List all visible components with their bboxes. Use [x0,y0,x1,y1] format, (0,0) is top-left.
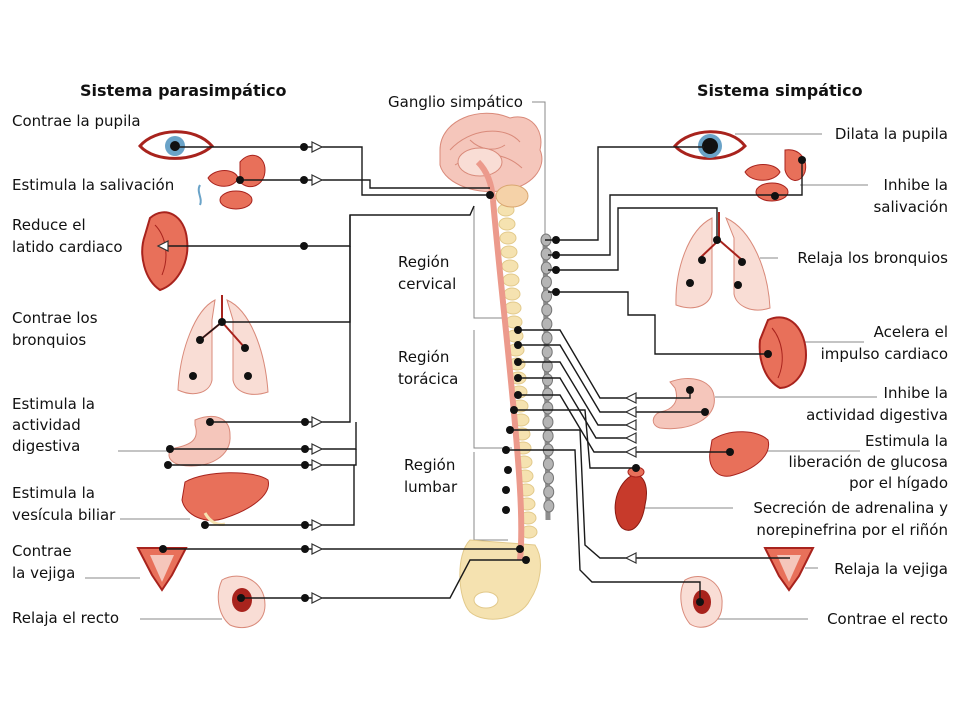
left-leader-lines [85,450,222,620]
vertebra [503,287,521,301]
ganglion-node [541,359,553,373]
heart-icon [758,316,808,390]
stomach-icon [652,378,715,430]
sympathetic-pathways [506,146,803,602]
parasympathetic-pathways [163,146,526,599]
ganglion-node [542,401,554,415]
sympathetic-header: Sistema simpático [697,81,863,100]
vertebra [502,273,520,287]
kidney-icon [614,466,647,531]
ganglion-node [541,303,553,317]
ganglion-node [542,457,554,471]
vertebra [500,245,518,259]
ganglion-node [543,485,555,499]
ganglion-node [541,331,553,345]
ganglion-node [541,289,553,303]
effect-stimulate-salivation: Estimula la salivación [12,176,174,194]
ganglion-node [541,317,553,331]
parasympathetic-ganglia [156,141,324,604]
bladder-icon [136,547,188,592]
sympathetic-ganglia [624,392,637,564]
liver-icon [181,472,269,526]
sympathetic-nodes [502,143,806,606]
ganglion-node [541,345,553,359]
effect-relax-bronchi: Relaja los bronquios [797,249,948,267]
ganglion-node [542,429,554,443]
bladder-icon [763,547,815,592]
effect-contract-pupil: Contrae la pupila [12,112,141,130]
ganglion-node [542,415,554,429]
heart-icon [141,211,189,292]
lungs-icon [675,212,771,311]
vertebra [499,231,517,245]
sympathetic-ganglion-chain [540,233,555,521]
effect-relax-rectum: Relaja el recto [12,609,119,627]
vertebra [504,301,522,315]
parasympathetic-header: Sistema parasimpático [80,81,287,100]
parasympathetic-effects: Contrae la pupila Estimula la salivación… [12,112,174,627]
stomach-icon [168,416,231,467]
vertebra [501,259,519,273]
ganglion-node [540,261,552,275]
ganglion-node [542,387,554,401]
effect-contract-rectum: Contrae el recto [827,610,948,628]
parasympathetic-nodes [159,143,530,602]
ganglion-leader-line [532,101,546,238]
effect-relax-bladder: Relaja la vejiga [834,560,948,578]
ganglion-label: Ganglio simpático [388,93,523,111]
right-leader-lines [645,133,877,620]
ganglion-node [543,471,555,485]
ganglion-node [543,499,555,513]
ganglion-node [542,373,553,387]
ganglion-node [540,275,552,289]
liver-icon [709,431,770,477]
salivary-gland-icon [197,154,266,210]
brain-icon [439,112,543,208]
ganglion-node [540,247,552,261]
vertebra [498,217,516,231]
effect-dilate-pupil: Dilata la pupila [835,125,948,143]
